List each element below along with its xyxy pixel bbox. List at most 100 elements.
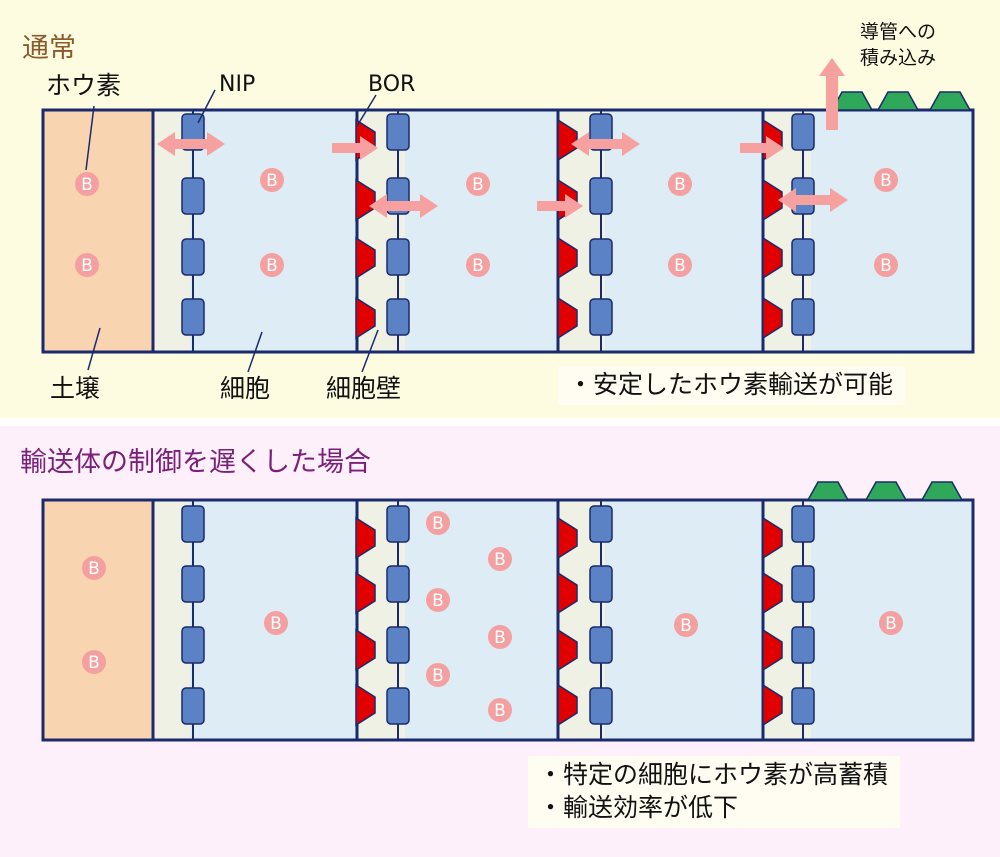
bor-transporter xyxy=(355,296,376,340)
boron-atom xyxy=(75,172,99,196)
xylem-loading-arrow xyxy=(819,58,845,130)
boron-atom xyxy=(668,172,692,196)
boron-atom xyxy=(874,168,898,192)
bor-transporter xyxy=(557,628,578,672)
nip-transporter xyxy=(589,626,613,664)
nip-transporter xyxy=(589,687,613,725)
bor-transporter xyxy=(557,516,578,560)
summary-efficiency-text: ・輸送効率が低下 xyxy=(538,793,739,822)
bor-transporter xyxy=(762,296,783,340)
boron-atom xyxy=(82,650,106,674)
slow-control-summary-box: ・特定の細胞にホウ素が高蓄積 ・輸送効率が低下 xyxy=(528,756,901,828)
boron-atom-label: B xyxy=(680,616,692,636)
normal-condition-title: 通常 xyxy=(22,33,76,64)
soil-region xyxy=(43,110,153,352)
bor-transporter xyxy=(762,683,783,727)
normal-summary-box: ・安定したホウ素輸送が可能 xyxy=(558,366,906,405)
boron-atom-label: B xyxy=(266,256,278,276)
boron-atom xyxy=(488,698,512,722)
xylem-vessel xyxy=(928,91,972,111)
bor-transporter xyxy=(355,683,376,727)
nip-transporter xyxy=(386,238,410,276)
boron-label: ホウ素 xyxy=(46,71,122,100)
nip-transporter xyxy=(589,298,613,336)
bor-transporter xyxy=(762,571,783,615)
bor-transporter xyxy=(762,236,783,280)
bidirectional-flow-arrow xyxy=(157,132,225,156)
boron-atom-label: B xyxy=(880,171,892,191)
bor-transporter xyxy=(557,571,578,615)
xylem-vessel xyxy=(920,481,964,501)
nip-transporter xyxy=(791,238,815,276)
nip-leader-line xyxy=(197,89,216,124)
soil-leader-line xyxy=(87,327,101,371)
root-tissue-outline xyxy=(41,498,975,742)
nip-transporter xyxy=(181,687,205,725)
bor-transporter xyxy=(762,178,783,222)
nip-transporter xyxy=(589,565,613,603)
boron-atom xyxy=(82,556,106,580)
boron-atom-label: B xyxy=(885,614,897,634)
bor-transporter xyxy=(355,571,376,615)
boron-atom-label: B xyxy=(494,550,506,570)
boron-atom xyxy=(874,253,898,277)
bor-transporter xyxy=(355,236,376,280)
nip-transporter xyxy=(791,298,815,336)
boron-atom xyxy=(426,588,450,612)
nip-transporter xyxy=(386,113,410,151)
boron-atom-label: B xyxy=(494,701,506,721)
boron-atom-label: B xyxy=(266,171,278,191)
boron-atom-label: B xyxy=(472,175,484,195)
nip-transporter xyxy=(791,687,815,725)
boron-atom-label: B xyxy=(674,256,686,276)
boron-atom-label: B xyxy=(432,514,444,534)
boron-atom-label: B xyxy=(494,628,506,648)
boron-atom xyxy=(488,625,512,649)
nip-transporter xyxy=(386,505,410,543)
xylem-vessel xyxy=(806,481,850,501)
nip-transporter xyxy=(386,298,410,336)
cell-wall-leader-line xyxy=(361,329,379,373)
xylem-vessel xyxy=(830,91,874,111)
xylem-vessel xyxy=(864,481,908,501)
boron-atom xyxy=(426,663,450,687)
root-tissue-outline xyxy=(41,108,975,354)
bidirectional-flow-arrow xyxy=(571,132,640,156)
boron-atom-label: B xyxy=(472,256,484,276)
nip-transporter xyxy=(181,298,205,336)
boron-atom xyxy=(674,613,698,637)
nip-transporter xyxy=(791,565,815,603)
cell-label: 細胞 xyxy=(220,374,271,403)
summary-accumulation-text: ・特定の細胞にホウ素が高蓄積 xyxy=(538,760,889,789)
bor-transporter xyxy=(762,516,783,560)
cell-wall-label: 細胞壁 xyxy=(326,374,402,403)
nip-transporter xyxy=(181,505,205,543)
boron-atom xyxy=(426,511,450,535)
bor-transporter xyxy=(355,628,376,672)
boron-flow-arrow xyxy=(332,136,378,160)
boron-atom-label: B xyxy=(432,666,444,686)
boron-flow-arrow xyxy=(537,194,583,218)
boron-leader-line xyxy=(85,105,95,171)
soil-region xyxy=(43,500,153,740)
nip-transporter xyxy=(181,238,205,276)
bor-transporter xyxy=(762,628,783,672)
boron-atom-label: B xyxy=(880,256,892,276)
nip-transporter xyxy=(791,113,815,151)
nip-transporter xyxy=(181,626,205,664)
boron-atom xyxy=(466,172,490,196)
boron-atom-label: B xyxy=(81,256,93,276)
boron-atom xyxy=(668,253,692,277)
cell-leader-line xyxy=(247,331,263,373)
nip-transporter xyxy=(386,687,410,725)
boron-atom xyxy=(879,611,903,635)
nip-transporter xyxy=(386,626,410,664)
nip-transporter xyxy=(589,505,613,543)
bor-transporter xyxy=(557,683,578,727)
boron-atom-label: B xyxy=(674,175,686,195)
nip-transporter xyxy=(181,177,205,215)
nip-transporter xyxy=(386,565,410,603)
nip-transporter xyxy=(791,505,815,543)
